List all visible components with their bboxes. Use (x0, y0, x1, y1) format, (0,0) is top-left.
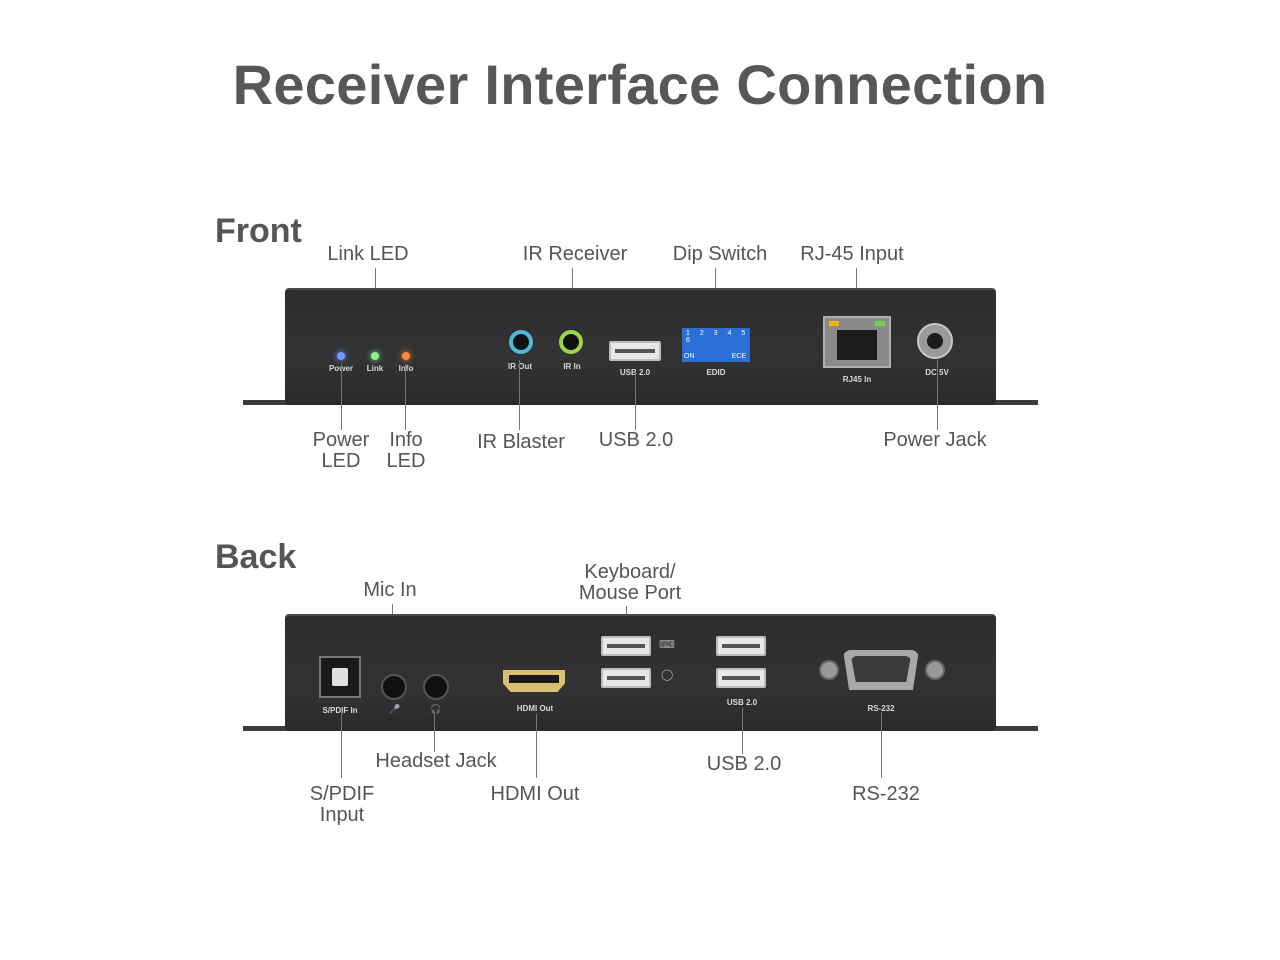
label-rs232: RS-232 (852, 783, 920, 805)
label-keyboard-1: Keyboard/ (584, 561, 676, 583)
label-usb-front: USB 2.0 (598, 429, 674, 451)
label-ir-blaster: IR Blaster (477, 431, 565, 453)
edid-text: EDID (706, 368, 726, 377)
link-led (371, 352, 379, 360)
label-power-led-2: LED (321, 450, 361, 472)
label-dip-switch: Dip Switch (672, 243, 768, 265)
usb-back-text: USB 2.0 (726, 698, 758, 707)
rs232-text: RS-232 (867, 704, 895, 713)
label-headset-jack: Headset Jack (375, 750, 497, 772)
info-led-text: Info (398, 364, 414, 373)
dip-on-text: ON (684, 353, 695, 360)
leader-line (937, 360, 938, 430)
rs232-port (843, 650, 919, 690)
label-keyboard-2: Mouse Port (578, 582, 682, 604)
dc-power-jack (917, 323, 953, 359)
leader-line (742, 708, 743, 754)
leader-line (519, 360, 520, 430)
leader-line (341, 364, 342, 430)
info-led (402, 352, 410, 360)
label-power-led-1: Power (312, 429, 370, 451)
mic-jack (381, 674, 407, 700)
rj45-green-led (875, 321, 885, 326)
front-heading: Front (215, 212, 302, 250)
spdif-text: S/PDIF In (322, 706, 358, 715)
ir-in-jack (559, 330, 583, 354)
back-heading: Back (215, 538, 297, 576)
headset-jack (423, 674, 449, 700)
leader-line (536, 714, 537, 778)
usb-port-2 (716, 668, 766, 688)
ir-in-text: IR In (563, 362, 581, 371)
leader-line (434, 712, 435, 752)
dip-switch: 1 2 3 4 5 6 ON ECE (682, 328, 750, 362)
hdmi-socket (509, 675, 559, 683)
dip-ece-text: ECE (731, 353, 746, 360)
rs232-screw-left (819, 660, 839, 680)
page-title: Receiver Interface Connection (232, 53, 1048, 116)
mouse-icon: ◯ (661, 669, 674, 681)
leader-line (881, 712, 882, 778)
headphone-icon: 🎧 (430, 704, 442, 714)
label-spdif-2: Input (319, 804, 365, 826)
ir-out-text: IR Out (508, 362, 532, 371)
rj45-port (823, 316, 891, 368)
label-info-led-2: LED (386, 450, 426, 472)
keyboard-icon: ⌨ (659, 639, 675, 651)
label-mic-in: Mic In (363, 579, 417, 601)
dc-socket (927, 333, 943, 349)
leader-line (635, 372, 636, 430)
rj45-text: RJ45 In (842, 375, 872, 384)
usb-port (609, 341, 661, 361)
dip-switch-numbers: 1 2 3 4 5 6 (686, 330, 750, 344)
hdmi-text: HDMI Out (516, 704, 554, 713)
front-panel: Power Link Info IR Out IR In USB 2.0 1 2… (285, 288, 996, 405)
rs232-socket (851, 656, 911, 682)
leader-line (341, 712, 342, 778)
power-led (337, 352, 345, 360)
rs232-screw-right (925, 660, 945, 680)
usb-port-mouse (601, 668, 651, 688)
rj45-socket (837, 330, 877, 360)
usb-port-1 (716, 636, 766, 656)
hdmi-port (503, 670, 565, 692)
spdif-port (319, 656, 361, 698)
label-usb-back: USB 2.0 (706, 753, 782, 775)
rj45-amber-led (829, 321, 839, 326)
label-info-led-1: Info (389, 429, 423, 451)
label-link-led: Link LED (327, 243, 409, 265)
usb-port-keyboard (601, 636, 651, 656)
ir-out-jack (509, 330, 533, 354)
label-power-jack: Power Jack (883, 429, 987, 451)
label-ir-receiver: IR Receiver (522, 243, 628, 265)
label-hdmi-out: HDMI Out (490, 783, 580, 805)
mic-icon: 🎤 (389, 704, 401, 714)
leader-line (405, 364, 406, 430)
label-rj45-input: RJ-45 Input (800, 243, 904, 265)
link-led-text: Link (366, 364, 384, 373)
label-spdif-1: S/PDIF (309, 783, 375, 805)
back-panel: S/PDIF In 🎤 🎧 HDMI Out ⌨ ◯ USB 2.0 RS-23… (285, 614, 996, 731)
spdif-socket (332, 668, 348, 686)
